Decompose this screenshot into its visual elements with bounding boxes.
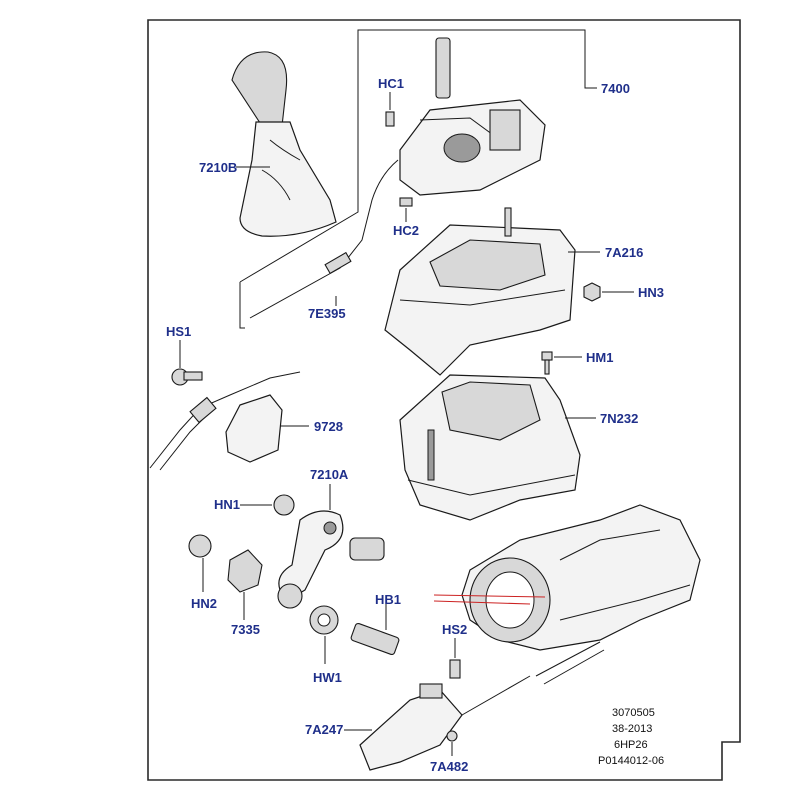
shifter-assembly — [399, 37, 546, 196]
label-hb1: HB1 — [375, 592, 401, 607]
bolt-hs1-assembly — [171, 340, 203, 386]
cable-bracket — [149, 371, 301, 471]
label-7210a: 7210A — [310, 467, 349, 482]
label-9728: 9728 — [314, 419, 343, 434]
ref-date: 38-2013 — [612, 723, 652, 735]
label-hs1: HS1 — [166, 324, 191, 339]
label-hc2: HC2 — [393, 223, 419, 238]
washer-hw1-hole — [317, 613, 331, 627]
label-hn3: HN3 — [638, 285, 664, 300]
bolt-hm1 — [541, 351, 553, 361]
label-7a247: 7A247 — [305, 722, 343, 737]
label-7n232: 7N232 — [600, 411, 638, 426]
ref-model: 6HP26 — [614, 739, 648, 751]
label-7335: 7335 — [231, 622, 260, 637]
label-7a482: 7A482 — [430, 759, 468, 774]
label-7a216: 7A216 — [605, 245, 643, 260]
label-hc1: HC1 — [378, 76, 404, 91]
accent-line-1 — [433, 594, 546, 598]
detent-lever — [359, 675, 531, 771]
clip-hc2 — [399, 197, 413, 207]
bolt-hm1-shank — [544, 359, 550, 375]
housing-lower — [399, 374, 581, 521]
rod-7a482-end — [446, 730, 458, 742]
gear-knob-boot — [231, 51, 337, 237]
nut-hn2 — [188, 534, 212, 558]
leader-7400-box — [239, 29, 597, 283]
accent-line-2 — [433, 600, 531, 605]
label-hs2: HS2 — [442, 622, 467, 637]
label-hn2: HN2 — [191, 596, 217, 611]
ref-code: P0144012-06 — [598, 755, 664, 767]
label-hw1: HW1 — [313, 670, 342, 685]
shift-cable — [249, 159, 399, 319]
label-7e395: 7E395 — [308, 306, 346, 321]
bolt-hb1 — [350, 622, 400, 656]
clip-hc1 — [385, 111, 395, 127]
nut-hn1 — [273, 494, 295, 516]
pivot-pin — [349, 537, 385, 561]
label-7210b: 7210B — [199, 160, 237, 175]
nut-hn3 — [583, 282, 601, 302]
cable-end — [324, 251, 352, 275]
transmission-unit — [461, 504, 701, 685]
selector-lever — [277, 510, 344, 609]
bush-7335 — [227, 549, 263, 593]
housing-upper — [384, 207, 576, 376]
sensor-hs2 — [449, 659, 461, 679]
ref-number: 3070505 — [612, 707, 655, 719]
label-hn1: HN1 — [214, 497, 240, 512]
leader-frame-left — [239, 282, 245, 329]
label-7400: 7400 — [601, 81, 630, 96]
label-hm1: HM1 — [586, 350, 613, 365]
